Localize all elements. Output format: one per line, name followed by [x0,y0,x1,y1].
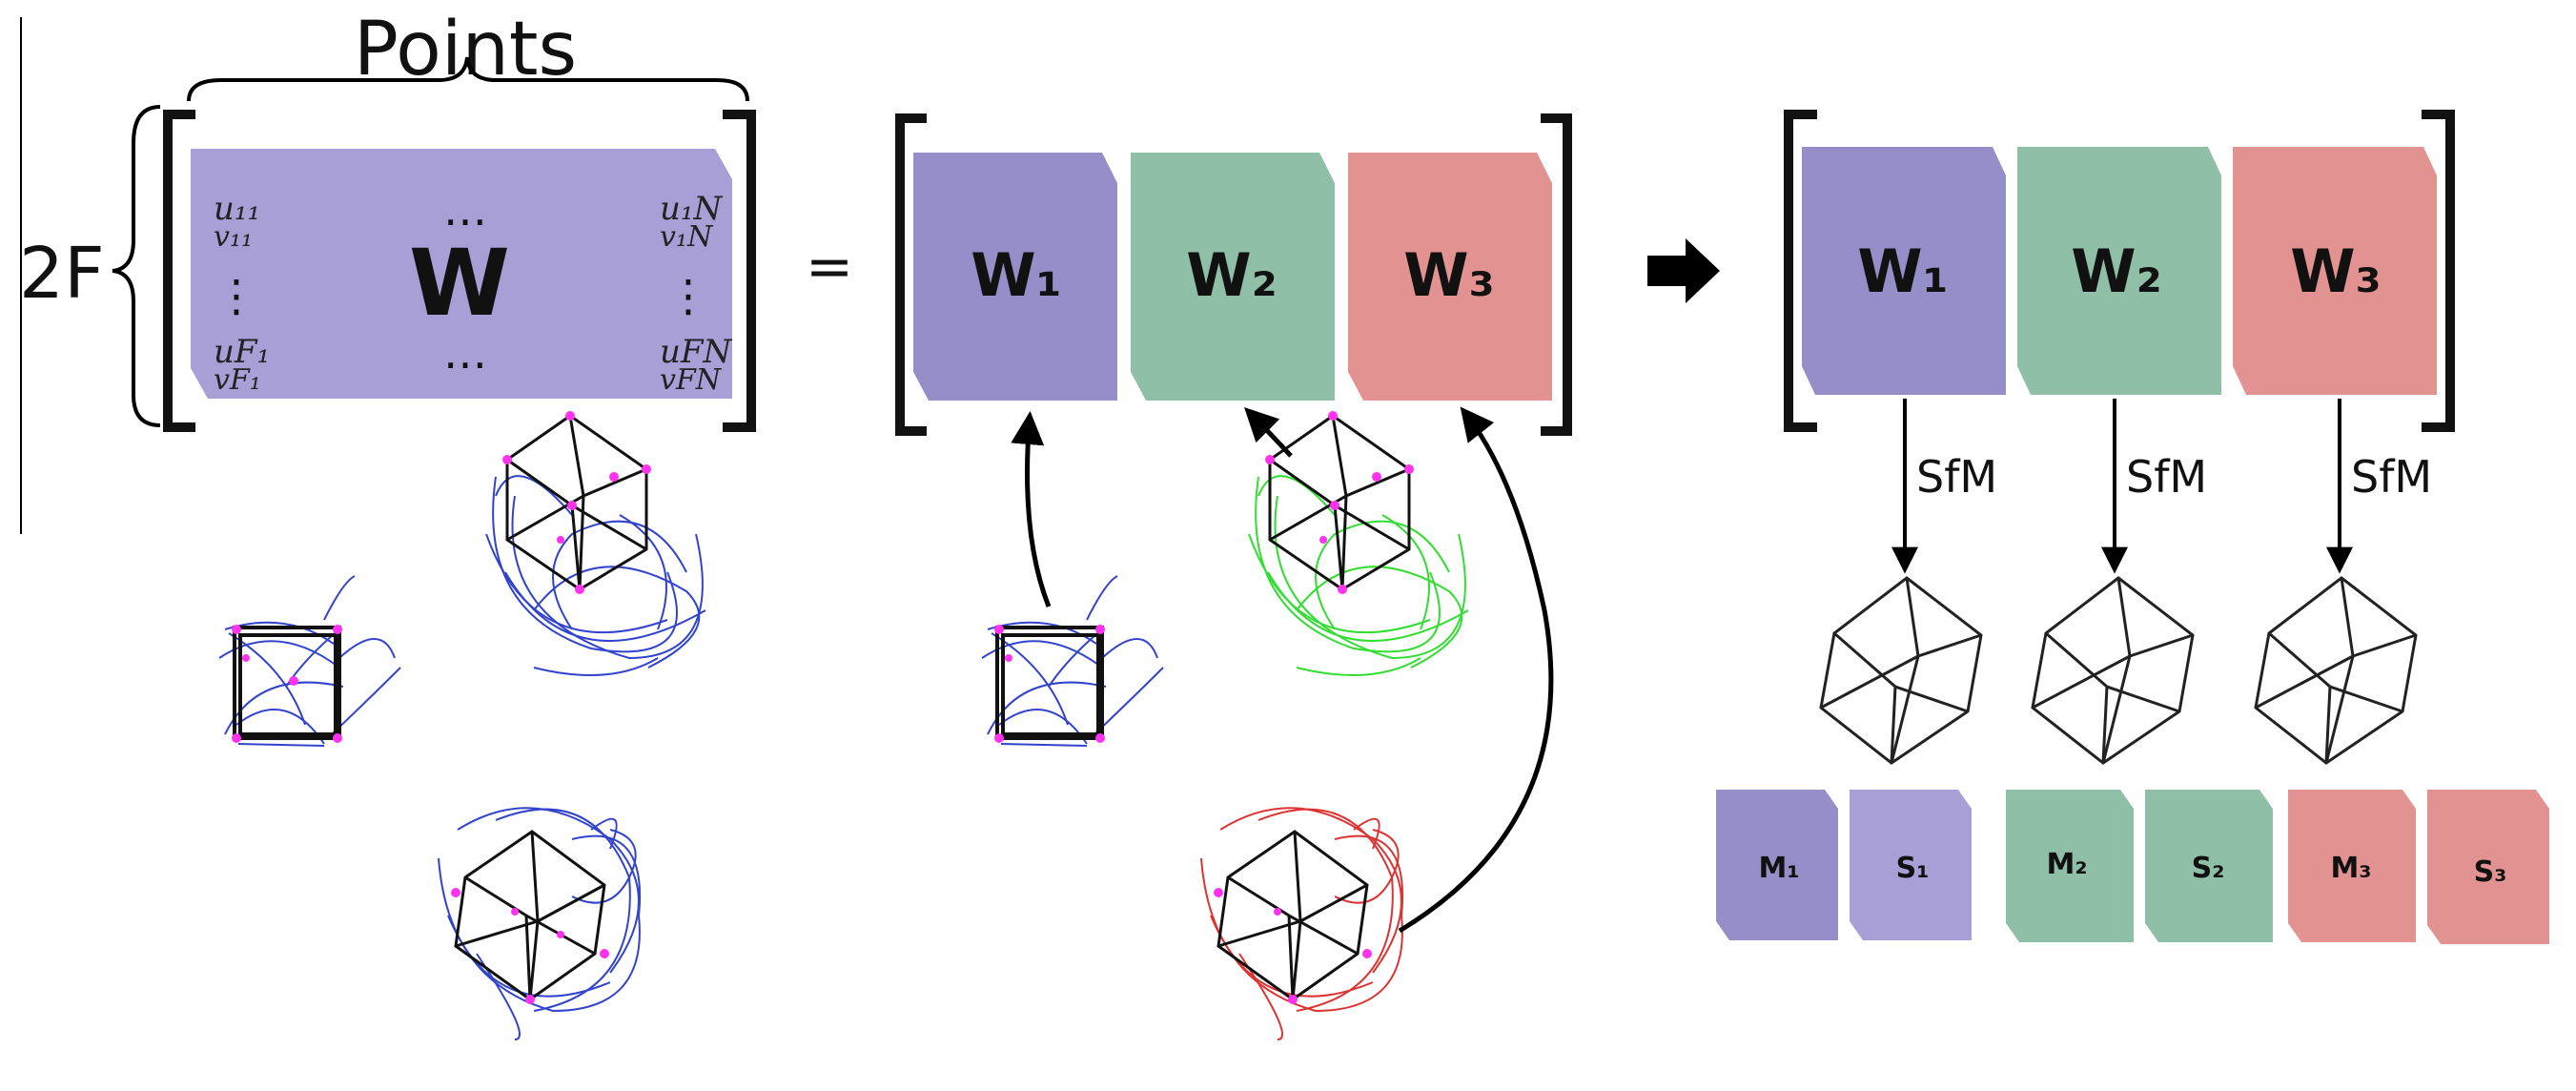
svg-text:W₃: W₃ [1403,240,1495,310]
right-bracket-open [1784,110,1817,432]
mid-bracket-close [1541,113,1572,436]
entry-vf1: vF₁ [214,363,261,397]
svg-text:S₃: S₃ [2474,855,2507,889]
left-bracket-open [163,110,195,432]
reconstructed-cubes [1819,576,2418,765]
svg-text:W₃: W₃ [2290,237,2382,306]
rows-brace [112,105,161,427]
entry-ufn: uFN [660,333,732,371]
svg-text:W₁: W₁ [971,240,1062,310]
sfm-label-2: SfM [2126,451,2207,503]
entry-left-vdots: ⋮ [215,270,258,321]
cube-icon [2031,576,2195,765]
entry-u1n: u₁N [660,190,724,228]
w-matrix-label: W [409,230,510,337]
segment-block-w1: W₁ [913,153,1117,401]
svg-text:W₁: W₁ [1857,237,1949,306]
green-cube-trajectory [1248,411,1469,676]
cube-icon [2254,576,2418,765]
red-cube-trajectory [1200,807,1404,1040]
svg-text:M₂: M₂ [2047,848,2088,881]
svg-text:M₁: M₁ [1759,852,1800,885]
mixed-trajectories [218,411,706,1040]
assignment-arrows [1011,406,1554,934]
rows-label: 2F [19,233,105,315]
motion-shape-blocks: M₁ S₁ M₂ S₂ M₃ S₃ [1716,790,2549,944]
svg-text:S₂: S₂ [2192,852,2225,885]
trajectory-cube-bottom [438,807,642,1040]
entry-top-dots: … [443,184,487,236]
entry-v1n: v₁N [660,220,714,254]
entry-v11: v₁₁ [214,220,253,254]
arrow-box-to-w1 [1011,411,1052,607]
segment-block-w2: W₂ [1131,153,1335,401]
entry-vfn: vFN [660,363,723,397]
result-block-w2: W₂ [2017,147,2221,395]
blue-box-trajectory [981,575,1164,747]
mid-bracket-open [895,113,927,436]
svg-text:S₁: S₁ [1896,852,1930,885]
svg-text:W₂: W₂ [1186,240,1278,310]
points-brace [187,56,749,102]
motion-block-m3: M₃ [2288,790,2416,942]
arrow-red-to-w3 [1398,406,1554,934]
right-bracket-close [2422,110,2455,432]
sfm-label-1: SfM [1916,451,1997,503]
segmented-matrix: W₁ W₂ W₃ [895,113,1572,436]
cube-icon [1819,576,1983,765]
w-matrix-block [191,149,732,399]
entry-right-vdots: ⋮ [666,270,710,321]
arrow-green-to-w2 [1244,407,1293,458]
entry-uf1: uF₁ [214,333,270,371]
segmented-trajectories [981,411,1469,1040]
transform-arrow [1647,238,1720,303]
trajectory-cube-top [485,411,706,676]
sfm-arrows: SfM SfM SfM [1891,399,2432,574]
entry-bottom-dots: … [443,327,487,379]
motion-block-m1: M₁ [1716,790,1838,940]
trajectory-box-front [218,575,401,747]
result-matrix: W₁ W₂ W₃ [1784,110,2455,432]
svg-text:W₂: W₂ [2071,237,2162,306]
motion-block-m2: M₂ [2006,790,2134,942]
points-matrix: Points 2F u₁₁ v₁₁ … u₁N v₁N ⋮ W ⋮ uF₁ vF… [19,7,756,432]
svg-text:M₃: M₃ [2331,852,2372,885]
shape-block-s2: S₂ [2145,790,2273,942]
shape-block-s3: S₃ [2427,790,2549,944]
shape-block-s1: S₁ [1850,790,1972,940]
left-bracket-close [723,110,756,432]
segment-block-w3: W₃ [1348,153,1552,401]
entry-u11: u₁₁ [214,190,260,228]
equals-sign: = [806,234,853,300]
sfm-label-3: SfM [2351,451,2432,503]
result-block-w1: W₁ [1802,147,2006,395]
result-block-w3: W₃ [2233,147,2437,395]
